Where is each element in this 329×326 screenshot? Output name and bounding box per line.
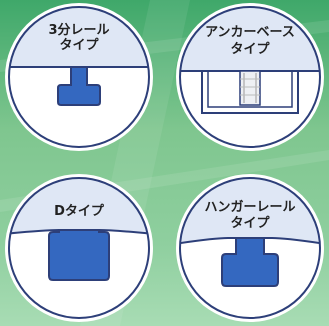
- panel-d-type: Dタイプ: [3, 172, 155, 324]
- panel-label-line2: タイプ: [230, 42, 270, 57]
- anchor-bolt: [239, 70, 261, 106]
- panel-label-line1: Dタイプ: [54, 204, 104, 219]
- rail-part: [57, 66, 101, 106]
- panel-3bun-rail: 3分レール タイプ: [3, 1, 155, 153]
- panel-label-line1: 3分レール: [48, 23, 110, 38]
- panel-label-line2: タイプ: [230, 216, 270, 231]
- d-rail-part: [48, 229, 110, 281]
- panel-anchor-base: アンカーベース タイプ: [174, 1, 326, 153]
- hanger-rail-part: [221, 237, 279, 287]
- panel-label-line1: ハンガーレール: [204, 200, 296, 215]
- panel-hanger-rail: ハンガーレール タイプ: [174, 172, 326, 324]
- panel-label-line1: アンカーベース: [205, 25, 295, 40]
- panel-label-line2: タイプ: [59, 38, 99, 53]
- anchor-base-plate: [201, 71, 299, 114]
